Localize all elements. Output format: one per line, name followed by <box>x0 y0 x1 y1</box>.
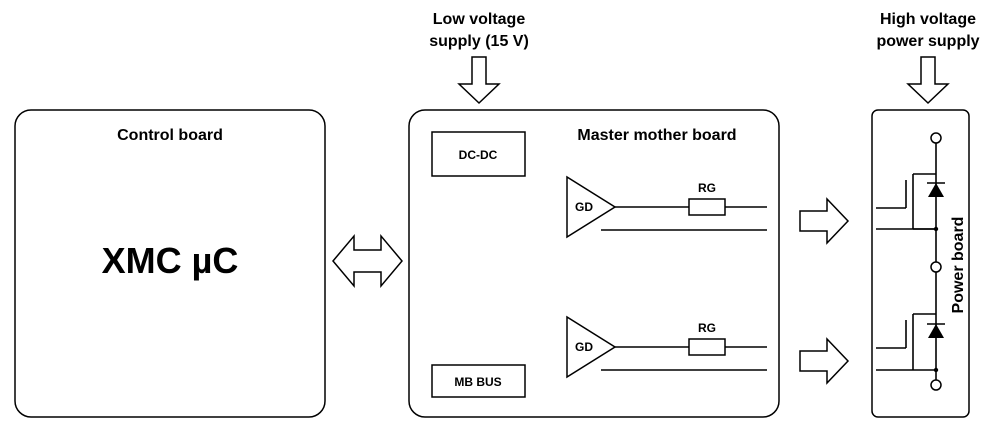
dcdc-label: DC-DC <box>459 148 498 162</box>
gate-driver-bottom <box>566 315 617 379</box>
signal-arrow-top <box>799 197 850 245</box>
rg-bottom-label: RG <box>698 321 716 335</box>
gd-top-label: GD <box>575 200 593 214</box>
control-board <box>14 109 326 418</box>
master-mother-board <box>408 109 780 418</box>
low-voltage-arrow <box>457 56 501 105</box>
switch-top <box>876 132 945 273</box>
power-board <box>871 109 970 418</box>
mcu-label: XMC µC <box>102 240 239 281</box>
high-voltage-arrow <box>906 56 950 105</box>
high-voltage-label-1: High voltage <box>880 11 976 28</box>
rg-top-resistor <box>688 198 726 216</box>
rg-bottom-resistor <box>688 338 726 356</box>
dcdc-block <box>431 131 526 177</box>
terminal-mid <box>930 261 942 273</box>
diode-top <box>928 183 944 197</box>
control-board-title: Control board <box>117 127 223 144</box>
gd-bottom-label: GD <box>575 340 593 354</box>
master-board-title: Master mother board <box>577 127 736 144</box>
gate-driver-channel-bottom: GD RG <box>566 315 767 379</box>
terminal-top <box>930 132 942 144</box>
mb-bus-label: MB BUS <box>454 375 501 389</box>
mb-bus-block <box>431 364 526 398</box>
rg-top-label: RG <box>698 181 716 195</box>
terminal-bottom <box>930 379 942 391</box>
power-board-label: Power board <box>950 217 967 314</box>
low-voltage-label-1: Low voltage <box>433 11 526 28</box>
bidirectional-arrow <box>332 233 403 289</box>
high-voltage-label-2: power supply <box>876 33 979 50</box>
diode-bottom <box>928 324 944 338</box>
low-voltage-label-2: supply (15 V) <box>429 33 529 50</box>
signal-arrow-bottom <box>799 337 850 385</box>
switch-bottom <box>876 272 945 391</box>
gate-driver-channel-top: GD RG <box>566 175 767 239</box>
gate-driver-top <box>566 175 617 239</box>
